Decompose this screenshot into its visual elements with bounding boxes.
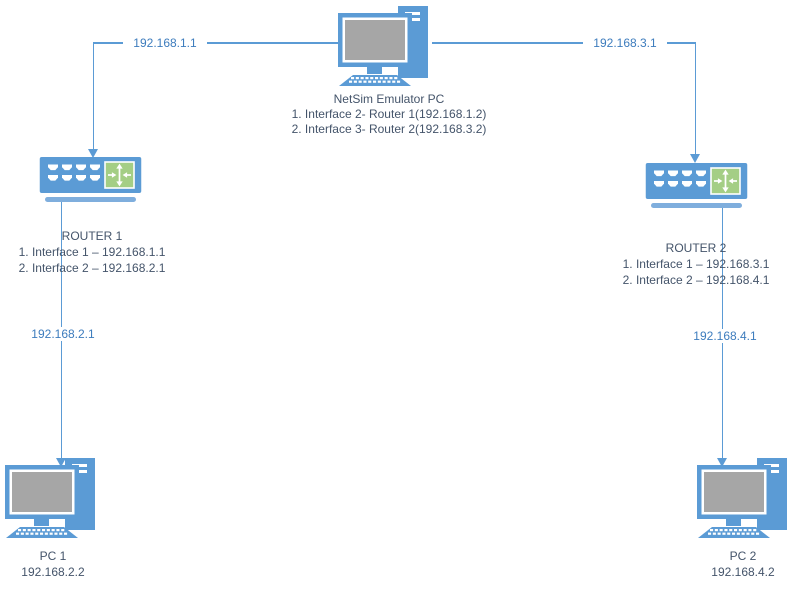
emulator-pc-label: NetSim Emulator PC 1. Interface 2- Route… [264,92,514,137]
router2-title: ROUTER 2 [665,241,727,255]
emulator-pc-interface-2: 2. Interface 3- Router 2(192.168.3.2) [291,122,487,136]
link-label-router2-pc2: 192.168.4.1 [683,329,767,343]
router1-title: ROUTER 1 [61,229,123,243]
pc2-title: PC 2 [729,549,757,563]
router2-interface-1: 1. Interface 1 – 192.168.3.1 [622,257,770,271]
pc2-ip: 192.168.4.2 [711,565,775,579]
desktop-pc-icon [338,6,428,86]
router-icon [645,161,748,209]
router1-interface-2: 2. Interface 2 – 192.168.2.1 [18,261,166,275]
emulator-pc-interface-1: 1. Interface 2- Router 1(192.168.1.2) [291,107,487,121]
arrow-down-icon [88,149,98,158]
node-pc2 [697,458,793,543]
router1-interface-1: 1. Interface 1 – 192.168.1.1 [18,245,166,259]
router2-interface-2: 2. Interface 2 – 192.168.4.1 [622,273,770,287]
link-emulator-router1-horizontal [93,42,342,44]
emulator-pc-title: NetSim Emulator PC [333,92,445,106]
router-icon [39,155,142,203]
node-router2 [645,161,748,214]
arrow-down-icon [690,154,700,163]
arrow-down-icon [717,458,727,467]
pc1-label: PC 1 192.168.2.2 [3,548,103,580]
router1-label: ROUTER 1 1. Interface 1 – 192.168.1.1 2.… [10,228,174,276]
link-label-router1-pc1: 192.168.2.1 [21,327,105,341]
link-label-emulator-router2: 192.168.3.1 [583,36,667,50]
pc1-title: PC 1 [39,549,67,563]
link-label-emulator-router1: 192.168.1.1 [123,36,207,50]
link-emulator-router2-vertical [694,42,696,155]
desktop-pc-icon [5,458,95,538]
pc1-ip: 192.168.2.2 [21,565,85,579]
link-emulator-router1-vertical [92,42,94,150]
node-emulator-pc [338,6,434,91]
arrow-down-icon [56,458,66,467]
router2-label: ROUTER 2 1. Interface 1 – 192.168.3.1 2.… [614,240,778,288]
node-router1 [39,155,142,208]
node-pc1 [5,458,101,543]
link-emulator-router2-horizontal [432,42,696,44]
desktop-pc-icon [697,458,787,538]
pc2-label: PC 2 192.168.4.2 [693,548,793,580]
